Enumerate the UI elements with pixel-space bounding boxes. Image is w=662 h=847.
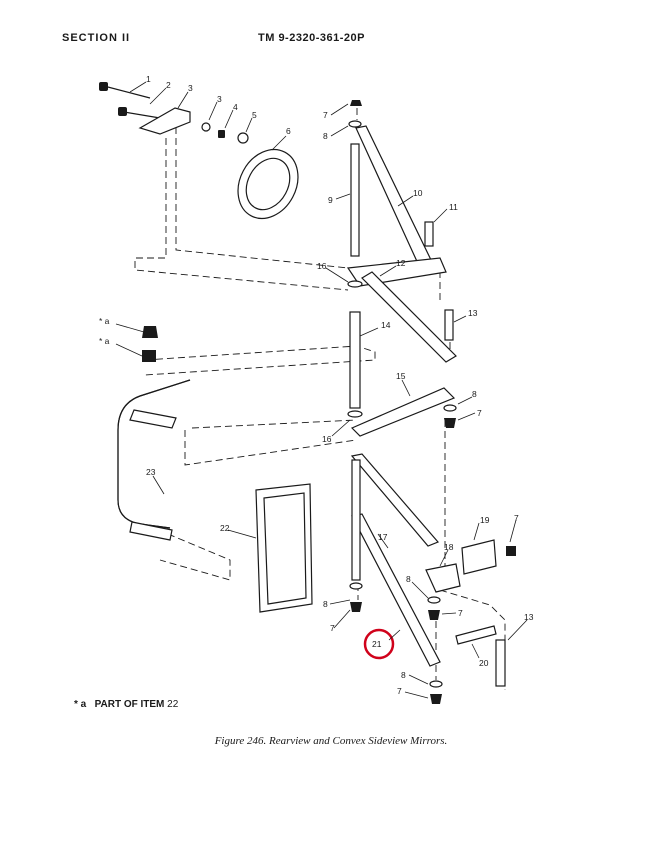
callout: 7 <box>397 686 402 696</box>
bolt-1 <box>103 85 151 99</box>
legend-marker: * a <box>74 699 87 710</box>
callout: 4 <box>233 102 238 112</box>
callout: 6 <box>286 126 291 136</box>
callout: 13 <box>468 308 478 318</box>
callout: 5 <box>252 110 257 120</box>
tube-14 <box>349 311 361 409</box>
callout: 8 <box>323 131 328 141</box>
callout: 8 <box>323 599 328 609</box>
brace-17 <box>350 453 440 547</box>
callout: 7 <box>458 608 463 618</box>
callout: 9 <box>328 195 333 205</box>
highlight-circle <box>363 628 395 660</box>
callout: 3 <box>188 83 193 93</box>
legend-note: * a PART OF ITEM 22 <box>74 699 178 710</box>
section-header: SECTION II <box>62 32 131 44</box>
convex-mirror-22 <box>255 483 313 613</box>
callout: * a <box>99 336 110 346</box>
callout: * a <box>99 316 110 326</box>
callout: 16 <box>317 261 327 271</box>
leader-lines <box>115 81 528 699</box>
callout: 18 <box>444 542 454 552</box>
callout: 10 <box>413 188 423 198</box>
legend-text: PART OF ITEM <box>94 699 165 710</box>
callout: 13 <box>524 612 534 622</box>
mirror-arm-assembly <box>117 326 313 613</box>
callout: 21 <box>372 639 382 649</box>
callout: 16 <box>322 434 332 444</box>
callout: 7 <box>477 408 482 418</box>
legend-item: 22 <box>167 699 179 710</box>
callout: 7 <box>514 513 519 523</box>
callout-labels: 1 2 3 3 4 5 6 7 8 9 10 11 12 16 14 13 15… <box>99 74 534 696</box>
tm-number: TM 9-2320-361-20P <box>258 32 365 44</box>
callout: 11 <box>449 202 458 212</box>
plate-19 <box>461 539 497 575</box>
callout: 2 <box>166 80 171 90</box>
bolt-20 <box>455 625 497 645</box>
upper-support-assembly <box>346 100 457 437</box>
callout: 7 <box>330 623 335 633</box>
callout: 22 <box>220 523 230 533</box>
callout: 17 <box>378 532 388 542</box>
bracket-18 <box>425 563 461 593</box>
threaded-rod-9 <box>350 143 360 257</box>
callout: 19 <box>480 515 490 525</box>
callout: 8 <box>406 574 411 584</box>
figure-caption: Figure 246. Rearview and Convex Sideview… <box>214 735 448 747</box>
callout: 14 <box>381 320 391 330</box>
bolt-2 <box>123 111 161 119</box>
brace-15 <box>350 387 456 437</box>
callout: 8 <box>401 670 406 680</box>
assembly-guide-lines <box>134 108 506 690</box>
callout: 12 <box>396 258 406 268</box>
lamp-mirror-head <box>237 149 299 219</box>
callout: 7 <box>323 110 328 120</box>
callout: 3 <box>217 94 222 104</box>
lower-support-assembly <box>349 453 516 704</box>
callout: 23 <box>146 467 156 477</box>
callout: 20 <box>479 658 489 668</box>
callout: 1 <box>146 74 151 84</box>
callout: 8 <box>472 389 477 399</box>
mirror-head-bracket <box>99 82 299 219</box>
callout: 15 <box>396 371 406 381</box>
